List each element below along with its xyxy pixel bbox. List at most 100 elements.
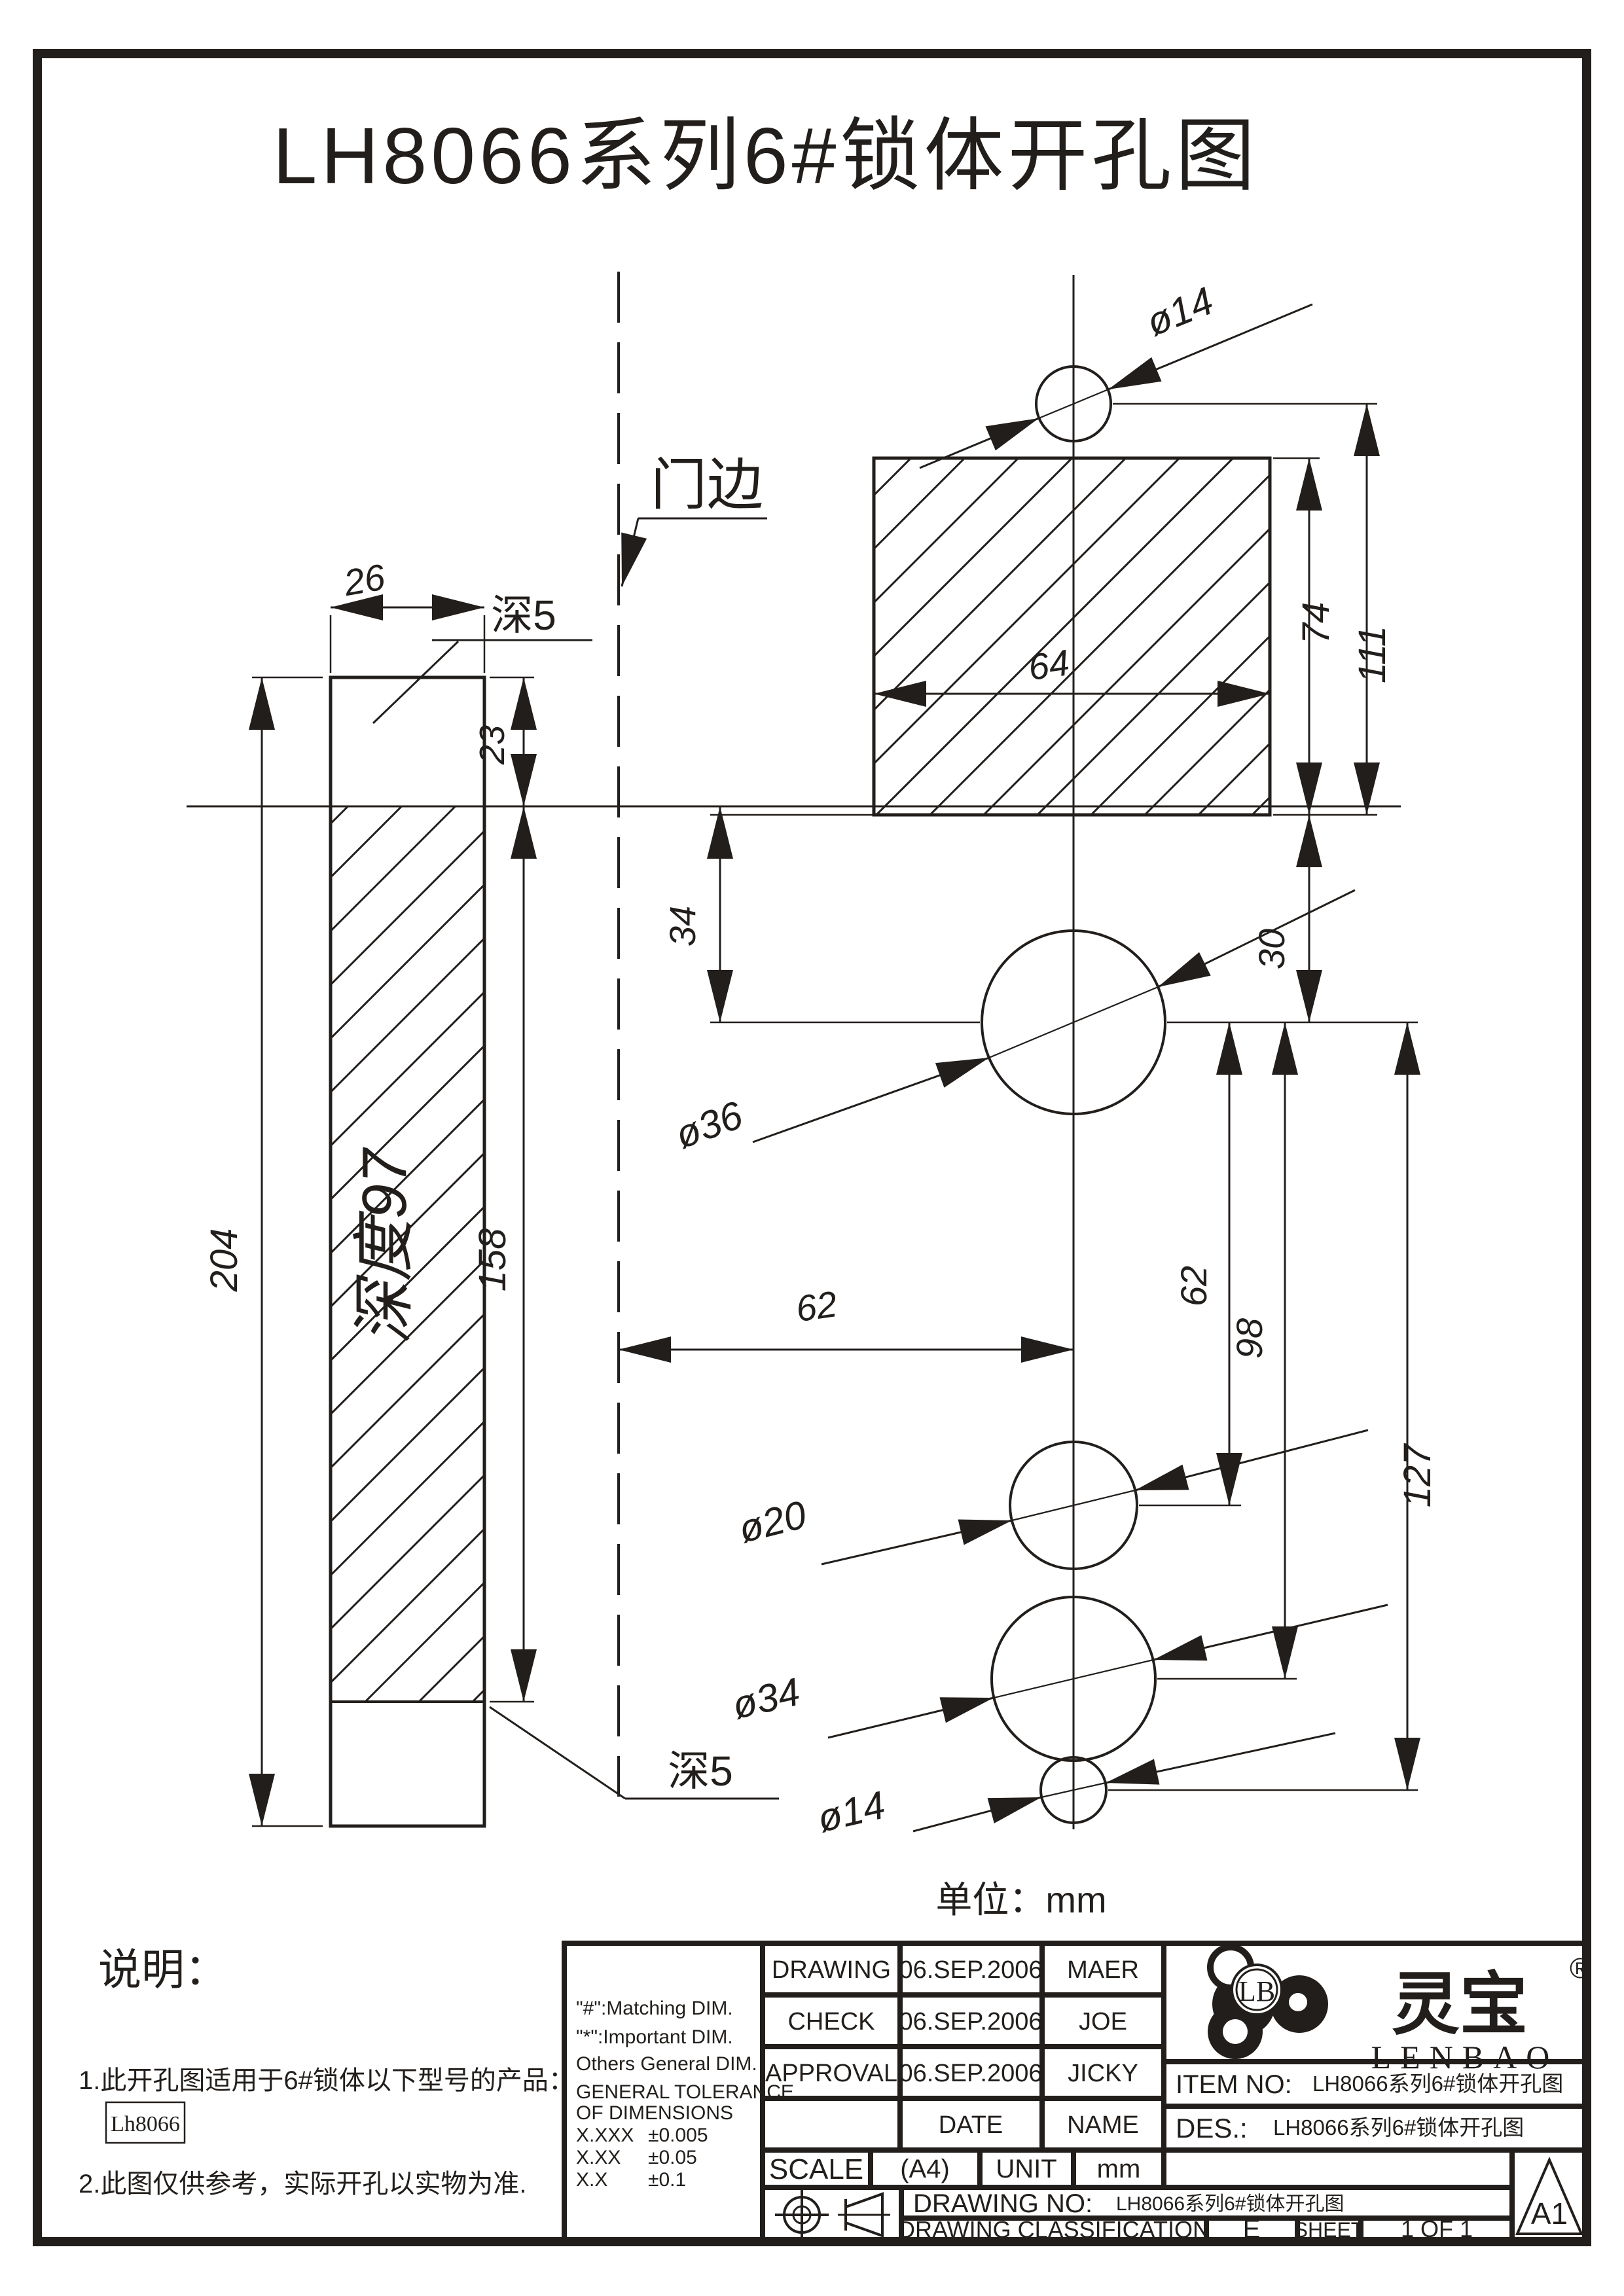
dim-text-111: 111 <box>1351 626 1394 683</box>
unit-note: 单位：mm <box>935 1879 1106 1920</box>
dia-text-36: ø36 <box>670 1092 749 1157</box>
tb-tol-row2-value: ±0.05 <box>648 2147 697 2168</box>
faceplate-hatch <box>331 806 484 1702</box>
tb-drawing-no-label: DRAWING NO: <box>913 2189 1092 2218</box>
brand-en: LENBAO <box>1371 2039 1559 2075</box>
leader-top14-b <box>1108 303 1313 391</box>
tb-date-label: DATE <box>939 2111 1003 2139</box>
tb-classification-value: E <box>1243 2215 1261 2244</box>
tb-tol-row1-value: ±0.005 <box>648 2125 708 2146</box>
leader-bottom14-b <box>1105 1732 1336 1785</box>
tb-unit-label: UNIT <box>996 2155 1056 2183</box>
label-depth5-top: 深5 <box>491 592 556 639</box>
leader-top14-mid <box>1038 388 1109 420</box>
label-depth5-bottom: 深5 <box>668 1748 733 1795</box>
dia-text-bottom14: ø14 <box>813 1783 889 1841</box>
leader-20-a <box>821 1519 1013 1566</box>
page-title: LH8066系列6#锁体开孔图 <box>272 111 1259 200</box>
hole-top-14 <box>1035 365 1112 442</box>
hole-spindle-36 <box>981 929 1166 1115</box>
tb-item-no-value: LH8066系列6#锁体开孔图 <box>1312 2072 1563 2096</box>
label-door-edge: 门边 <box>651 454 763 516</box>
leader-bottom14-a <box>912 1796 1042 1833</box>
tb-name-label: NAME <box>1067 2111 1139 2139</box>
leader-20-b <box>1134 1429 1369 1492</box>
notes-heading: 说明： <box>98 1945 228 1994</box>
tb-legend-matching: "#":Matching DIM. <box>576 1998 733 2019</box>
tb-row3-name: JICKY <box>1068 2060 1138 2087</box>
leader-door-edge <box>621 518 647 587</box>
tb-row1-date: 06.SEP.2006 <box>899 1956 1042 1984</box>
brand-registered-icon: ® <box>1570 1952 1591 1984</box>
lock-body-square <box>872 456 1272 817</box>
label-depth97: 深度97 <box>350 1147 420 1344</box>
leader-36-a <box>752 1056 990 1143</box>
dim-text-64: 64 <box>1026 641 1072 688</box>
leader-36-mid <box>988 986 1159 1059</box>
tb-legend-others: Others General DIM. <box>576 2053 757 2075</box>
leader-34-a <box>827 1696 994 1739</box>
tb-row3-date: 06.SEP.2006 <box>899 2060 1042 2087</box>
dim-text-23: 23 <box>473 725 512 765</box>
leader-34-b <box>1153 1604 1388 1661</box>
lock-body-square-hatch <box>874 458 1270 815</box>
leader-20-mid <box>1011 1489 1136 1522</box>
dim-text-26: 26 <box>340 556 388 603</box>
tb-row3-role: APPROVAL <box>765 2060 897 2087</box>
hole-cylinder-34 <box>990 1596 1157 1762</box>
tb-tolerance-title1: GENERAL TOLERANCE <box>576 2081 794 2103</box>
leader-depth5-top <box>372 640 460 725</box>
leader-36-b <box>1157 889 1356 988</box>
tb-tol-row2-code: X.XX <box>576 2147 621 2168</box>
projection-symbol-icon <box>775 2190 890 2240</box>
tb-row1-role: DRAWING <box>772 1956 891 1984</box>
tb-des-label: DES.: <box>1176 2113 1248 2144</box>
dim-text-62-horizontal: 62 <box>793 1283 839 1329</box>
notes-model: Lh8066 <box>111 2112 180 2136</box>
tb-scale-label: SCALE <box>769 2153 863 2185</box>
hole-key-20 <box>1009 1441 1138 1570</box>
dim-text-98: 98 <box>1229 1318 1270 1359</box>
faceplate-bar <box>329 675 486 1828</box>
tb-row2-date: 06.SEP.2006 <box>899 2008 1042 2036</box>
page-border-frame <box>33 49 1591 2246</box>
dim-text-34: 34 <box>662 906 703 946</box>
dim-text-158: 158 <box>471 1229 514 1292</box>
hole-bottom-14 <box>1039 1756 1108 1824</box>
tb-scale-value: (A4) <box>900 2155 950 2183</box>
dia-text-20: ø20 <box>734 1492 811 1551</box>
leader-top14-a <box>919 417 1039 469</box>
tb-des-value: LH8066系列6#锁体开孔图 <box>1273 2115 1524 2140</box>
dim-text-204: 204 <box>203 1229 245 1293</box>
tb-tolerance-title2: OF DIMENSIONS <box>576 2102 733 2124</box>
tb-unit-value: mm <box>1097 2155 1141 2183</box>
tb-sheet-label: SHEET <box>1294 2218 1364 2242</box>
leader-34-mid <box>993 1659 1154 1699</box>
lenbao-logo-icon <box>1207 1944 1328 2059</box>
dim-text-74: 74 <box>1295 602 1337 645</box>
tb-tol-row3-code: X.X <box>576 2169 607 2191</box>
dia-text-top14: ø14 <box>1140 279 1219 345</box>
tb-tol-row1-code: X.XXX <box>576 2125 634 2146</box>
tb-row2-name: JOE <box>1079 2008 1127 2036</box>
tb-item-no-label: ITEM NO: <box>1176 2070 1292 2099</box>
leader-bottom14-mid <box>1041 1782 1106 1799</box>
size-code-triangle <box>1515 2156 1584 2235</box>
title-block-grid <box>562 1941 1589 2244</box>
tb-tol-row3-value: ±0.1 <box>648 2169 686 2191</box>
tb-row1-name: MAER <box>1067 1956 1139 1984</box>
tb-drawing-no-value: LH8066系列6#锁体开孔图 <box>1116 2193 1344 2215</box>
tb-legend-important: "*":Important DIM. <box>576 2026 733 2048</box>
tb-sheet-value: 1 OF 1 <box>1401 2215 1473 2242</box>
dim-text-30: 30 <box>1251 929 1292 969</box>
dim-text-127: 127 <box>1396 1443 1439 1508</box>
tb-size-code: A1 <box>1531 2197 1568 2231</box>
leader-depth5-bottom <box>489 1706 626 1800</box>
extension-lines <box>252 403 1418 1827</box>
notes-item1: 1.此开孔图适用于6#锁体以下型号的产品： <box>79 2066 575 2095</box>
tb-classification-label: DRAWING CLASSIFICATION <box>898 2216 1210 2243</box>
notes-model-box <box>105 2101 186 2144</box>
brand-cn: 灵宝 <box>1392 1967 1528 2043</box>
tb-row2-role: CHECK <box>787 2008 875 2036</box>
